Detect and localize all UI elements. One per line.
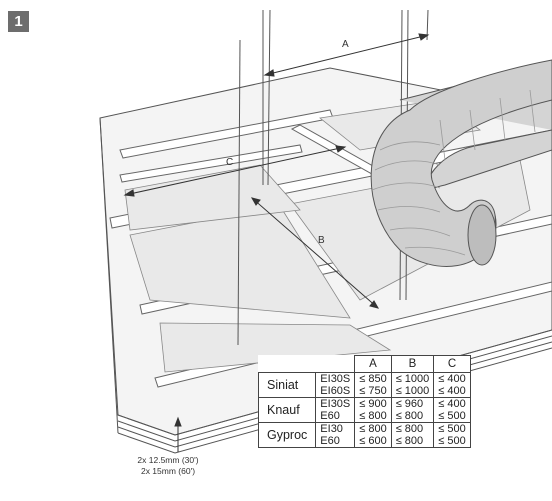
value: ≤ 1000 (395, 385, 430, 397)
value-b-cell: ≤ 800≤ 800 (390, 422, 435, 448)
brand-cell: Siniat (257, 372, 317, 398)
value: ≤ 800 (395, 410, 424, 422)
brand-cell: Gyproc (257, 422, 317, 448)
table-corner (259, 356, 355, 373)
dimension-c-label: C (226, 157, 233, 168)
value: ≤ 850 (359, 373, 387, 385)
fire-class: E60 (320, 410, 340, 422)
board-thickness-line: 2x 15mm (60') (140, 466, 196, 476)
value: ≤ 400 (438, 373, 466, 385)
step-number-badge: 1 (8, 11, 29, 32)
value: ≤ 500 (438, 435, 466, 447)
value-b-cell: ≤ 960≤ 800 (390, 397, 435, 423)
value: ≤ 1000 (395, 373, 430, 385)
dimension-c (123, 145, 347, 197)
value: ≤ 750 (359, 385, 387, 397)
value-c-cell: ≤ 400≤ 500 (433, 397, 471, 423)
board-thickness-note: 2x 12.5mm (30') 2x 15mm (60') (118, 455, 218, 477)
value: ≤ 800 (395, 423, 424, 435)
value: ≤ 960 (395, 398, 424, 410)
fire-class: E60 (320, 435, 340, 447)
fire-class: EI30 (320, 423, 343, 435)
value-a-cell: ≤ 850≤ 750 (354, 372, 392, 398)
value-a-cell: ≤ 800≤ 600 (354, 422, 392, 448)
dimension-b (250, 197, 380, 309)
column-header-b: B (390, 355, 435, 373)
board-thickness-line: 2x 12.5mm (30') (137, 455, 199, 465)
dimension-a (263, 33, 430, 77)
value: ≤ 800 (359, 423, 387, 435)
brand-cell: Knauf (257, 397, 317, 423)
table-header-row: A B C (259, 355, 471, 373)
column-header-a: A (354, 355, 392, 373)
value: ≤ 500 (438, 410, 466, 422)
value-a-cell: ≤ 900≤ 800 (354, 397, 392, 423)
fire-class: EI30S (320, 373, 351, 385)
value: ≤ 800 (359, 410, 387, 422)
value: ≤ 400 (438, 398, 466, 410)
value-c-cell: ≤ 400≤ 400 (433, 372, 471, 398)
value: ≤ 500 (438, 423, 466, 435)
value-c-cell: ≤ 500≤ 500 (433, 422, 471, 448)
flexible-duct (370, 59, 552, 267)
dimension-a-label: A (342, 39, 349, 50)
value-b-cell: ≤ 1000≤ 1000 (390, 372, 435, 398)
fire-class: EI60S (320, 385, 351, 397)
thickness-arrow (174, 416, 182, 452)
value: ≤ 400 (438, 385, 466, 397)
fire-class: EI30S (320, 398, 351, 410)
value: ≤ 800 (395, 435, 424, 447)
value: ≤ 600 (359, 435, 387, 447)
column-header-c: C (433, 355, 471, 373)
value: ≤ 900 (359, 398, 387, 410)
dimension-b-label: B (318, 235, 325, 246)
